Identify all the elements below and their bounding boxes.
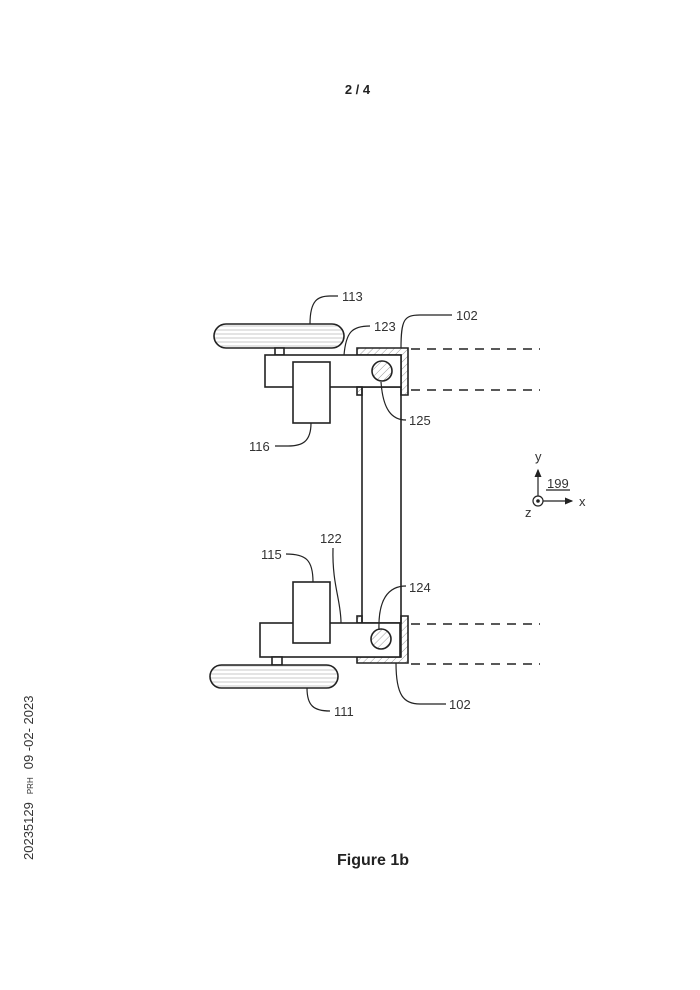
- dashed-guides: [411, 349, 540, 664]
- label-102-top: 102: [456, 308, 478, 323]
- label-115: 115: [261, 547, 282, 562]
- pivot-125: [372, 361, 392, 381]
- label-102-bottom: 102: [449, 697, 471, 712]
- wheel-113: [214, 324, 344, 348]
- coord-system-label: 199: [547, 476, 569, 491]
- stamp-number: 20235129: [21, 802, 36, 860]
- box-116: [293, 362, 330, 423]
- stop-top: [357, 387, 362, 395]
- axis-z-label: z: [525, 505, 532, 520]
- stamp-office: PRH: [26, 777, 35, 794]
- label-111: 111: [334, 704, 354, 719]
- label-116: 116: [249, 439, 270, 454]
- stamp-date: 09 -02- 2023: [21, 696, 36, 770]
- side-stamp: 20235129 PRH 09 -02- 2023: [21, 696, 36, 860]
- axis-x-label: x: [579, 494, 586, 509]
- axis-y-label: y: [535, 449, 542, 464]
- label-122: 122: [320, 531, 342, 546]
- box-115: [293, 582, 330, 643]
- label-123: 123: [374, 319, 396, 334]
- stop-bottom: [357, 616, 362, 623]
- figure-caption: Figure 1b: [0, 852, 700, 870]
- label-113: 113: [342, 289, 363, 304]
- wheel-111: [210, 665, 338, 688]
- wheel-stub-bottom: [272, 657, 282, 665]
- pivot-124: [371, 629, 391, 649]
- label-125: 125: [409, 413, 431, 428]
- wheel-stub-top: [275, 348, 284, 355]
- label-124: 124: [409, 580, 431, 595]
